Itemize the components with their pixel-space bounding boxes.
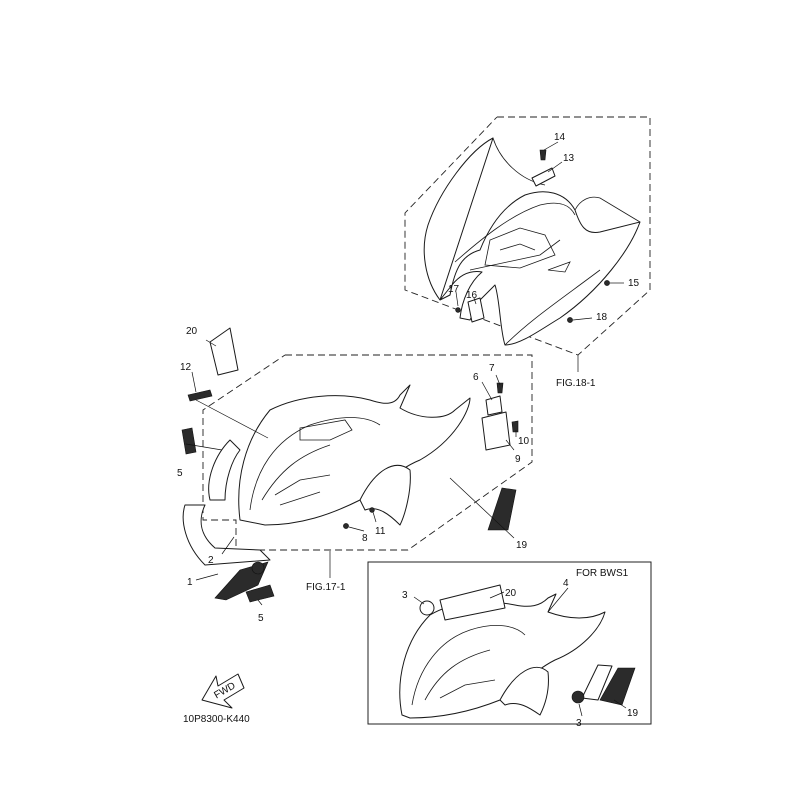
callout-8: 8 [362, 533, 368, 544]
screw-10 [511, 420, 519, 433]
rear-fender-inner-line [454, 137, 601, 346]
inset-title: FOR BWS1 [576, 568, 629, 579]
decal-20 [209, 327, 239, 376]
callout-20: 20 [186, 326, 198, 337]
rear-seat-well [484, 227, 556, 269]
rear-fender-right-edge [547, 196, 641, 273]
callout-15: 15 [628, 278, 640, 289]
fastener-8 [343, 523, 349, 529]
callout-16: 16 [466, 290, 478, 301]
inset-emblem-3-upper [419, 600, 435, 616]
inset-skirt [499, 666, 549, 716]
front-side-panel-2 [208, 439, 241, 501]
inset-callout-4: 4 [563, 578, 569, 589]
inset-decal-20 [439, 584, 506, 621]
callout-14: 14 [554, 132, 566, 143]
plate-9 [481, 411, 511, 451]
inset-frame [367, 561, 652, 725]
callout-18: 18 [596, 312, 608, 323]
captions: FIG.18-1 FIG.17-1 FOR BWS1 10P8300-K440 [183, 378, 629, 725]
front-fender-inner-line [249, 417, 381, 511]
front-fender-group [181, 327, 533, 606]
rear-fastener-17 [455, 307, 461, 313]
front-fender-skirt [359, 464, 411, 526]
plate-6 [485, 395, 503, 416]
rear-fastener-15 [604, 280, 610, 286]
rear-fender-group [404, 116, 651, 372]
callout-5-lower: 5 [258, 613, 264, 624]
callout-1: 1 [187, 577, 193, 588]
front-fender-headlight-area [299, 419, 353, 441]
front-fender-body [238, 384, 471, 526]
fig-17-1-label: FIG.17-1 [306, 582, 346, 593]
decal-12 [187, 389, 213, 402]
callout-10: 10 [518, 436, 530, 447]
part-code: 10P8300-K440 [183, 714, 250, 725]
callout-11: 11 [375, 526, 386, 537]
callout-19: 19 [516, 540, 528, 551]
callout-9: 9 [515, 454, 521, 465]
inset-decal-19 [599, 667, 636, 706]
callout-7: 7 [489, 363, 495, 374]
inset-callout-19: 19 [627, 708, 639, 719]
inset-callout-3-lower: 3 [576, 718, 582, 729]
decal-19 [487, 487, 517, 531]
inset-callout-3-upper: 3 [402, 590, 408, 601]
rear-screw-14 [539, 149, 547, 161]
front-lower-cover [182, 504, 271, 566]
callout-5-upper: 5 [177, 468, 183, 479]
callout-13: 13 [563, 153, 575, 164]
fwd-arrow-icon [201, 673, 245, 709]
decal-5-lower [245, 584, 275, 603]
callout-12: 12 [180, 362, 192, 373]
fig-18-1-label: FIG.18-1 [556, 378, 596, 389]
inset-fender-inner [411, 625, 526, 706]
callout-2: 2 [208, 555, 214, 566]
rear-bracket-16 [467, 297, 485, 323]
bws1-inset [367, 561, 652, 725]
rear-decal-13 [531, 167, 556, 187]
rear-fastener-18 [567, 317, 573, 323]
inset-decal-19-panel [581, 664, 613, 701]
fastener-11 [369, 507, 375, 513]
callout-labels: 14 13 15 17 16 18 20 12 7 6 10 9 5 11 8 … [177, 132, 640, 729]
callout-17: 17 [448, 284, 460, 295]
callout-6: 6 [473, 372, 479, 383]
screw-7 [496, 382, 504, 394]
inset-callout-20: 20 [505, 588, 517, 599]
emblem-3 [251, 561, 265, 575]
inset-emblem-3-lower [571, 690, 585, 704]
rear-fender-body [423, 137, 641, 346]
decal-5-upper [181, 427, 197, 455]
fwd-arrow: FWD [201, 673, 245, 709]
